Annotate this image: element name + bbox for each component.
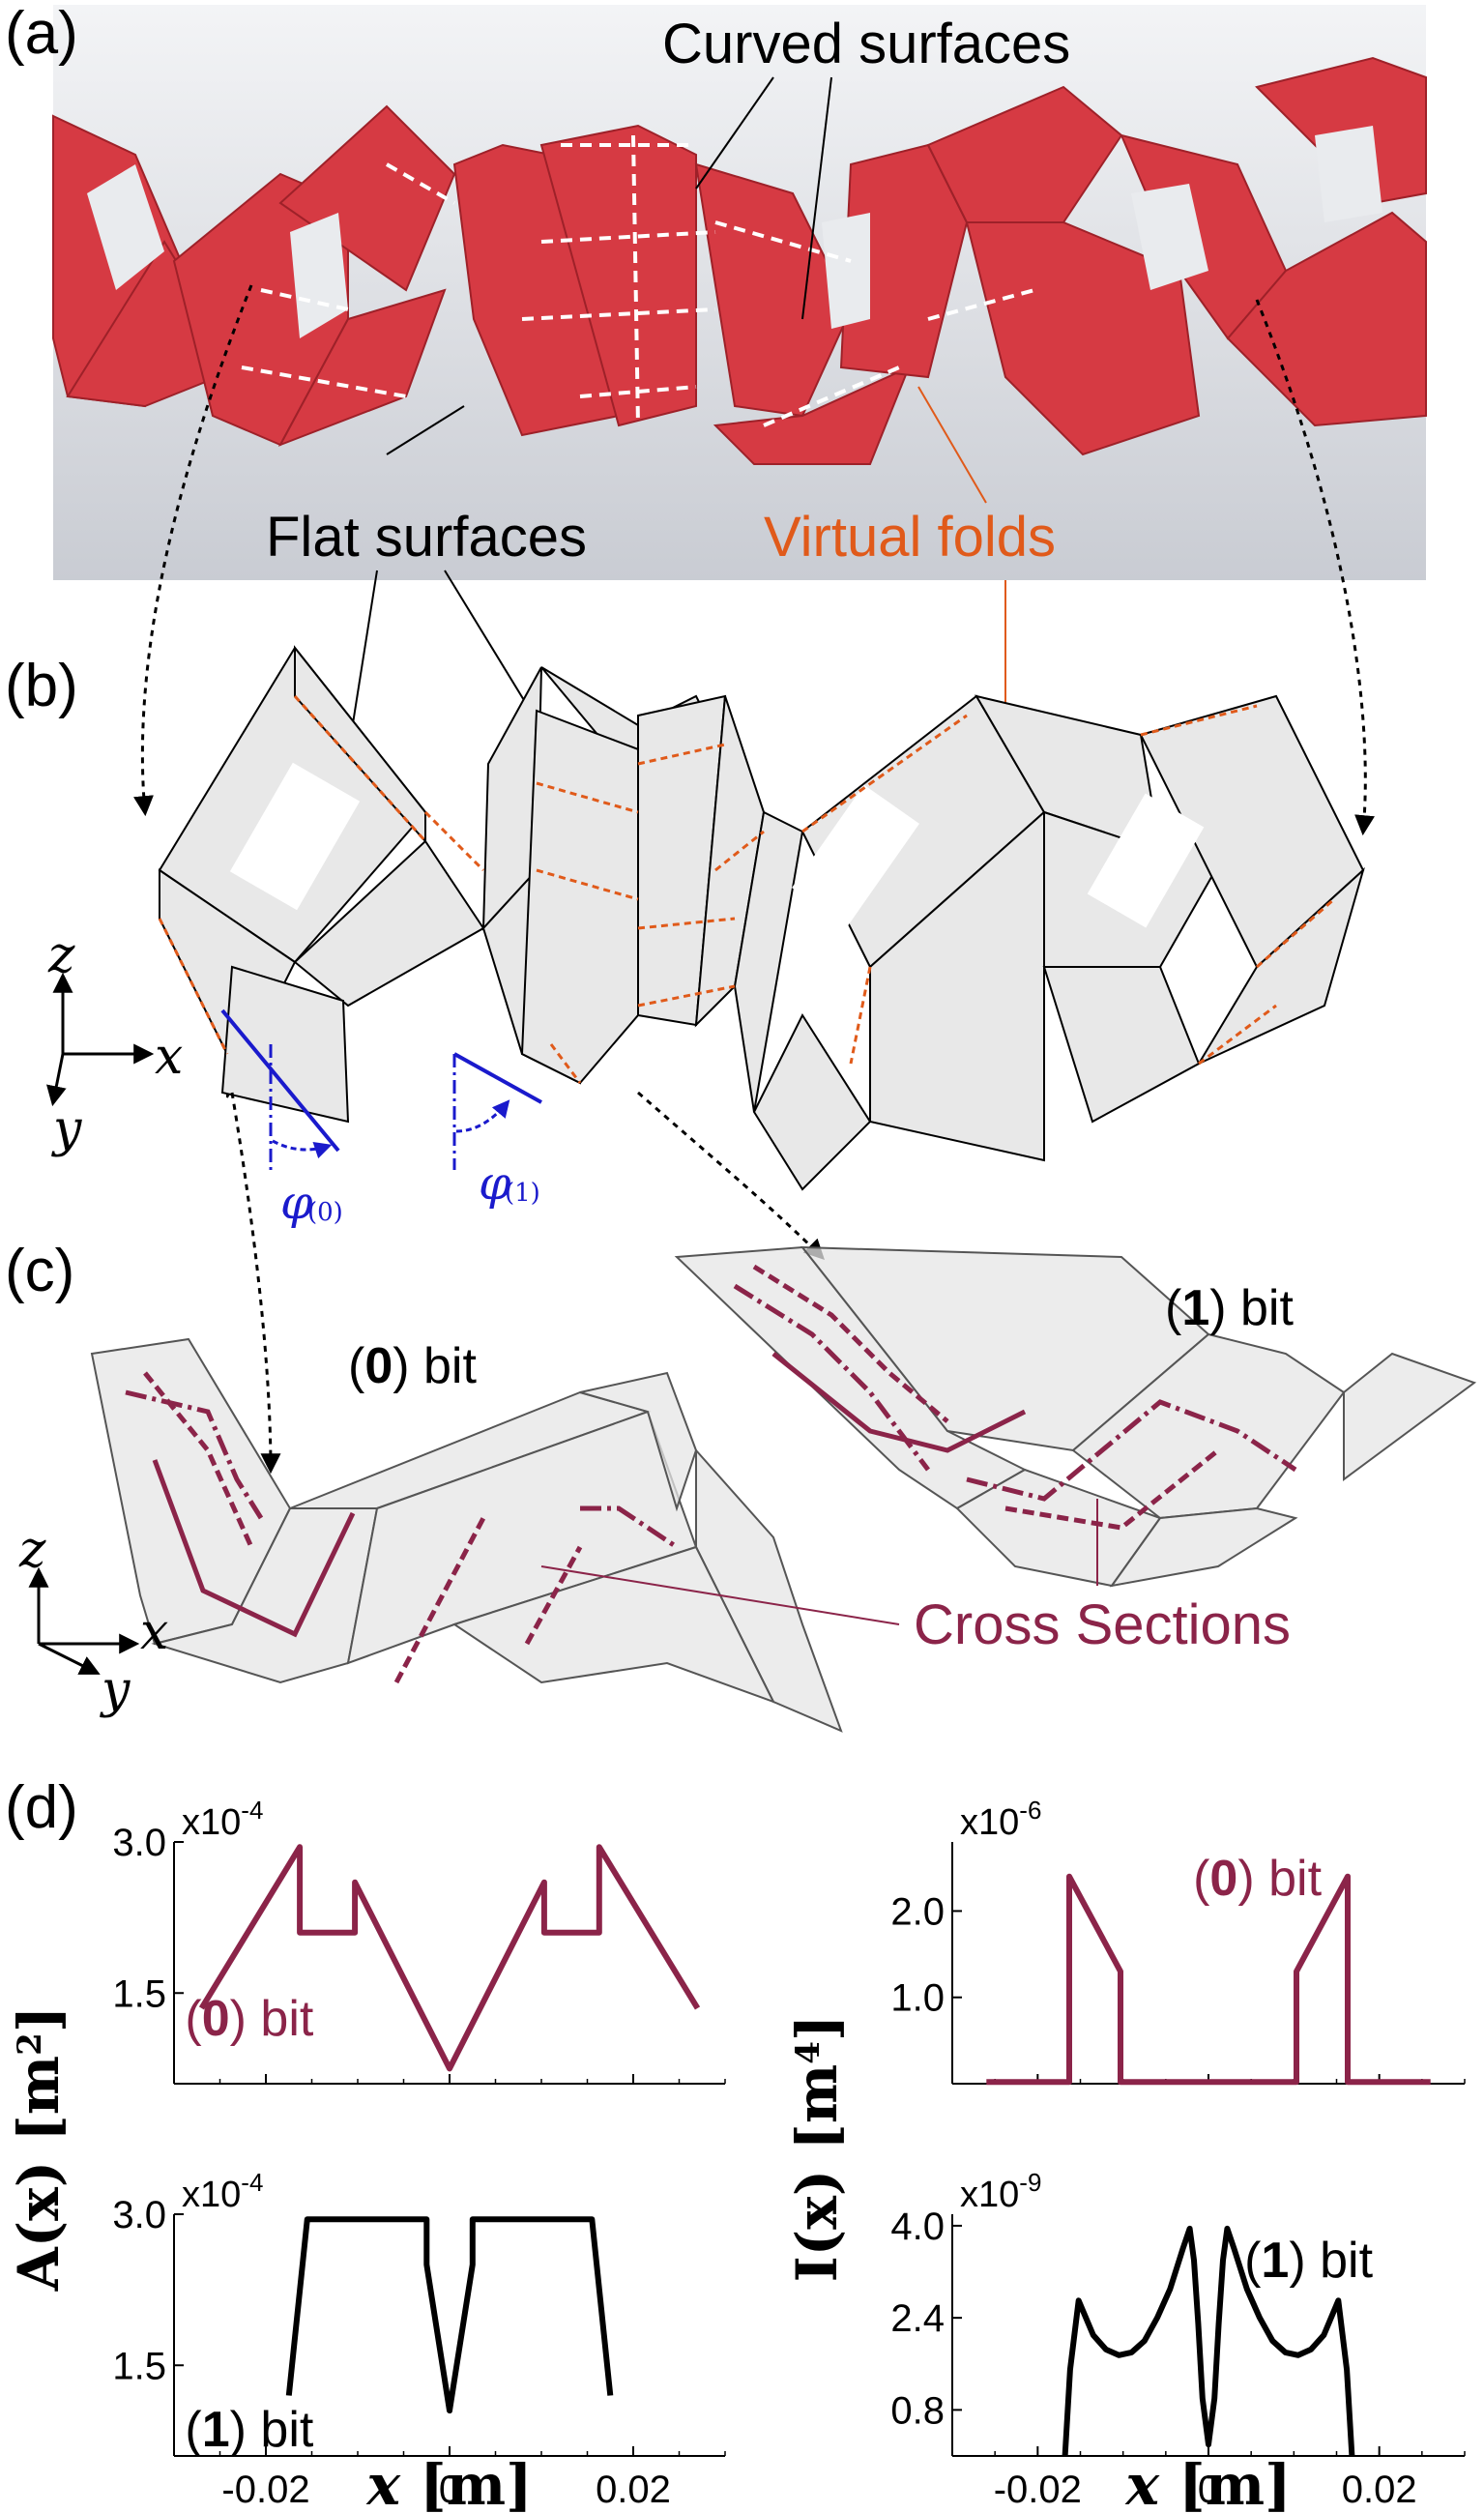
origami-structure xyxy=(158,645,1365,1191)
series-line-A0 xyxy=(198,1844,701,2072)
panel-b-label: (b) xyxy=(5,653,78,719)
x-axis-label-I1: x [m] xyxy=(1123,2452,1291,2513)
y-tick-label: 4.0 xyxy=(890,2206,945,2248)
bit1-cross-sections xyxy=(733,1264,1297,1531)
curved-surfaces-label: Curved surfaces xyxy=(662,13,1070,75)
x-tick-label: 0.02 xyxy=(596,2469,671,2511)
x-tick-label: -0.02 xyxy=(221,2469,309,2511)
panel-c: (c) xyxy=(5,1238,1477,1733)
x-tick-label: -0.02 xyxy=(994,2469,1082,2511)
photo-holes xyxy=(87,126,1382,338)
panel-d: (d) 1.5 3.0 x10-4 (0) bit 1.0 2.0 x10-6 (0) bit… xyxy=(5,1774,1466,2513)
series-line-I0 xyxy=(986,1873,1431,2086)
y-tick-label: 1.5 xyxy=(112,1972,166,2015)
panel-a-label: (a) xyxy=(5,0,78,67)
panel-a-leaders xyxy=(386,76,987,504)
arrow-b-to-c-right xyxy=(637,1091,825,1260)
axis-z-label-b: z xyxy=(47,926,75,984)
hole-2 xyxy=(792,784,919,927)
virtual-folds-label: Virtual folds xyxy=(764,506,1056,569)
bit0-cross-sections xyxy=(125,1371,679,1684)
arrow-b-to-c-left xyxy=(230,1092,281,1475)
arrow-a-to-b-left xyxy=(133,284,253,817)
axes-b xyxy=(45,972,155,1107)
phi0-subscript: (0) xyxy=(307,1198,343,1227)
x-axis-label-A1: x [m] xyxy=(364,2452,532,2513)
angle-phi0: φ (0) xyxy=(220,1008,343,1230)
series-line-I1 xyxy=(1062,2225,1355,2457)
y-tick-label: 2.0 xyxy=(890,1890,945,1933)
y-tick-label: 3.0 xyxy=(112,2194,166,2236)
exponent-label: x10-9 xyxy=(960,2168,1041,2215)
inset-bit-label: (0) bit xyxy=(185,1991,313,2047)
inset-bit-label: (1) bit xyxy=(185,2402,313,2458)
series-line-A1 xyxy=(285,2216,614,2414)
phi1-symbol: φ xyxy=(479,1156,511,1211)
exponent-label: x10-6 xyxy=(960,1796,1041,1843)
panel-d-label: (d) xyxy=(5,1774,78,1841)
flat-surfaces-label: Flat surfaces xyxy=(266,506,587,569)
x-tick-label: 0.02 xyxy=(1342,2469,1417,2511)
bit1-label: (1) bit xyxy=(1165,1280,1294,1336)
panel-b: (b) xyxy=(5,284,1375,1475)
chart-I0: 1.0 2.0 x10-6 (0) bit xyxy=(890,1796,1466,2086)
x-tick-label: 0 xyxy=(1198,2469,1219,2511)
hole-3 xyxy=(1087,793,1205,928)
phi1-subscript: (1) xyxy=(505,1179,540,1208)
cross-sections-leaders xyxy=(540,1499,1098,1625)
plot-area: 1.5 3.0 x10-4 (0) bit 1.0 2.0 x10-6 (0) bit -0.0… xyxy=(6,1796,1466,2513)
y-axis-label-I: I(x) [m4] xyxy=(784,2015,850,2283)
y-axis-label-A: A(x) [m2] xyxy=(6,2006,72,2293)
angle-phi1: φ (1) xyxy=(452,1052,542,1211)
axis-y-label-c: y xyxy=(100,1661,131,1719)
chart-A1: -0.02 0 0.02 1.5 3.0 x10-4 (1) bit xyxy=(112,2168,726,2511)
bit0-structure xyxy=(90,1337,843,1733)
cross-sections-label: Cross Sections xyxy=(914,1593,1291,1656)
inset-bit-label: (1) bit xyxy=(1244,2233,1373,2289)
bit0-label: (0) bit xyxy=(348,1338,477,1394)
chart-A0: 1.5 3.0 x10-4 (0) bit xyxy=(112,1796,726,2085)
y-tick-label: 1.0 xyxy=(890,1977,945,2020)
red-paper-chain xyxy=(52,56,1427,465)
y-tick-label: 1.5 xyxy=(112,2345,166,2387)
inset-bit-label: (0) bit xyxy=(1193,1851,1322,1907)
y-tick-label: 0.8 xyxy=(890,2389,945,2432)
arrow-a-to-b-right xyxy=(1255,299,1375,836)
axis-z-label-c: z xyxy=(18,1521,46,1579)
photo-virtual-folds xyxy=(241,134,1035,427)
y-tick-label: 2.4 xyxy=(890,2297,945,2340)
exponent-label: x10-4 xyxy=(182,2168,263,2215)
hole-1 xyxy=(229,762,361,911)
panel-c-label: (c) xyxy=(5,1238,74,1304)
axes-c xyxy=(28,1566,140,1675)
exponent-label: x10-4 xyxy=(182,1796,263,1843)
axis-x-label-c: x xyxy=(140,1603,168,1661)
axis-y-label-b: y xyxy=(51,1100,82,1158)
axis-x-label-b: x xyxy=(155,1028,183,1086)
y-tick-label: 3.0 xyxy=(112,1822,166,1864)
chart-I1: -0.02 0 0.02 0.8 2.4 4.0 x10-9 (1) bit xyxy=(890,2168,1466,2511)
bit1-structure xyxy=(674,1245,1477,1588)
fold-lines xyxy=(158,694,1335,1084)
panel-a: (a) Curved surfaces Flat surfaces Virtua… xyxy=(5,0,1427,580)
x-tick-label: 0 xyxy=(439,2469,460,2511)
phi0-symbol: φ xyxy=(280,1176,313,1230)
